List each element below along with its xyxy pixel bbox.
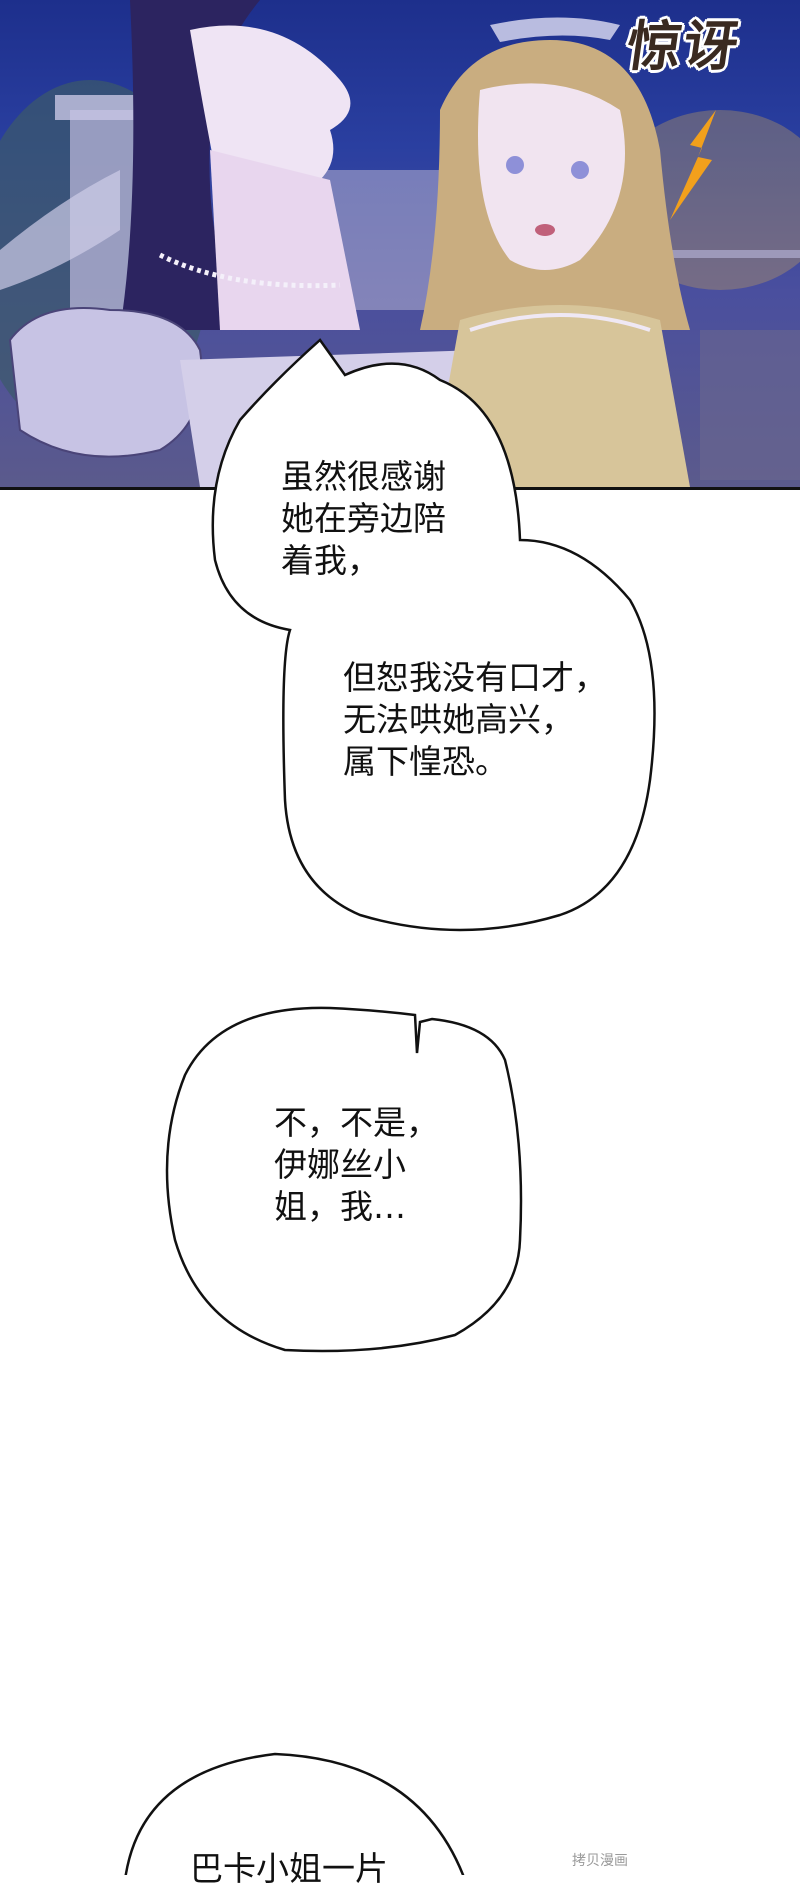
bubble-line: 不，不是，: [274, 1103, 439, 1142]
speech-bubble-3: [124, 1752, 465, 1875]
bubble-line: 无法哄她高兴，: [343, 700, 574, 739]
bubble-1b-text: 但恕我没有口才， 无法哄她高兴， 属下惶恐。: [343, 657, 607, 783]
bubble-3-text: 巴卡小姐一片: [190, 1848, 388, 1890]
bubble-1a-text: 虽然很感谢 她在旁边陪 着我，: [281, 456, 446, 582]
bubble-line: 她在旁边陪: [281, 499, 446, 538]
bubble-line: 属下惶恐。: [343, 742, 508, 781]
bubble-line: 虽然很感谢: [281, 457, 446, 496]
bubble-line: 伊娜丝小: [274, 1145, 406, 1184]
speech-bubble-1: [211, 338, 656, 932]
bubble-2-text: 不，不是， 伊娜丝小 姐，我…: [274, 1102, 439, 1228]
speech-bubble-2: [165, 1006, 523, 1353]
bubble-line: 但恕我没有口才，: [343, 658, 607, 697]
watermark: 拷贝漫画: [572, 1853, 628, 1869]
bubble-line: 巴卡小姐一片: [190, 1849, 388, 1888]
bubble-line: 姐，我…: [274, 1187, 406, 1226]
bubble-line: 着我，: [281, 541, 380, 580]
